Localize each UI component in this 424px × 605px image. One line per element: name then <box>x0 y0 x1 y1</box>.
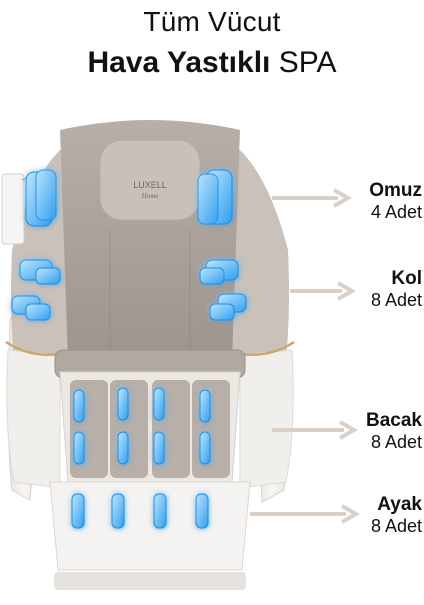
arm-arrow-icon <box>290 281 356 301</box>
zone-count: 8 Adet <box>370 515 422 536</box>
right-lower-shell <box>239 349 294 489</box>
headline-line-2: Hava Yastıklı SPA <box>0 46 424 80</box>
massage-chair-graphic: LUXELL Home <box>1 120 295 590</box>
zone-label-arm: Kol 8 Adet <box>371 268 422 311</box>
brand-logo: LUXELL <box>133 180 167 190</box>
leg-airbags <box>73 387 211 465</box>
zone-count: 8 Adet <box>370 431 422 452</box>
right-arm-cover <box>220 150 289 400</box>
zone-count: 8 Adet <box>370 289 422 310</box>
foot-airbags <box>71 493 209 529</box>
zone-label-shoulder: Omuz 4 Adet <box>369 180 422 223</box>
zone-label-foot: Ayak 8 Adet <box>371 494 422 537</box>
shoulder-airbags <box>25 169 233 227</box>
zone-count: 4 Adet <box>370 201 422 222</box>
headline-line-1: Tüm Vücut <box>143 6 281 37</box>
massage-chair-illustration: LUXELL Home <box>0 110 300 600</box>
zone-name: Omuz <box>369 180 422 201</box>
zone-label-leg: Bacak 8 Adet <box>366 410 422 453</box>
headline-regular-part: SPA <box>278 46 337 79</box>
brand-logo-sub: Home <box>141 192 159 200</box>
shoulder-arrow-icon <box>272 188 352 208</box>
headline-bold-part: Hava Yastıklı <box>87 46 271 79</box>
remote-holder <box>1 173 25 245</box>
zone-name: Ayak <box>377 494 422 515</box>
arm-airbags <box>11 259 247 321</box>
foot-arrow-icon <box>250 504 360 524</box>
leg-arrow-icon <box>272 420 358 440</box>
zone-name: Bacak <box>366 410 422 431</box>
left-lower-shell <box>6 349 61 489</box>
zone-name: Kol <box>391 268 422 289</box>
